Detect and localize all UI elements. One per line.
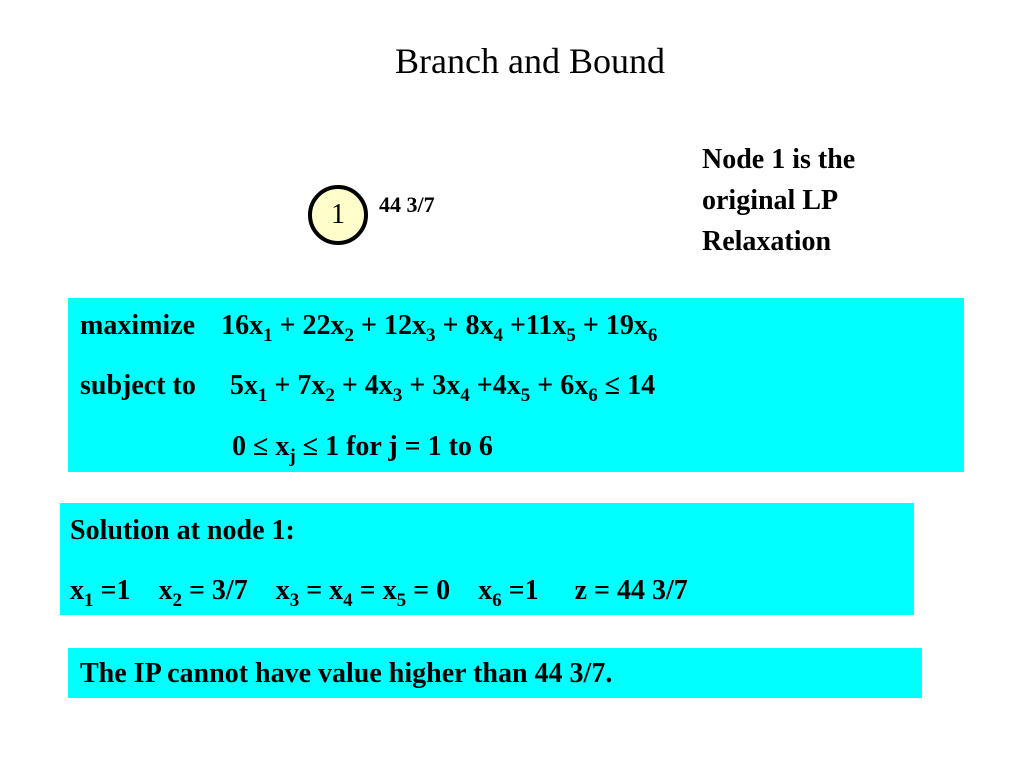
objective-term: + 12x3 bbox=[354, 310, 436, 346]
node-label: 1 bbox=[331, 199, 345, 230]
objective-term: +11x5 bbox=[502, 310, 576, 346]
lp-formulation-box: maximize 16x1 + 22x2 + 12x3 + 8x4 +11x5 +… bbox=[68, 298, 964, 472]
solution-box: Solution at node 1: x1 =1 x2 = 3/7 x3 = x4… bbox=[60, 503, 914, 615]
constraint-term: + 6x6 bbox=[530, 370, 598, 406]
solution-z: z = 44 3/7 bbox=[574, 575, 688, 606]
node-bound-value: 44 3/7 bbox=[379, 192, 435, 217]
slide-title: Branch and Bound bbox=[395, 41, 665, 81]
solution-x6: x6 =1 bbox=[478, 575, 539, 611]
node-note: Node 1 is the original LP Relaxation bbox=[702, 139, 942, 262]
solution-x345: x3 = x4 = x5 = 0 bbox=[275, 575, 451, 611]
node-circle: 1 bbox=[308, 185, 368, 245]
conclusion-text: The IP cannot have value higher than 44 … bbox=[80, 658, 613, 689]
note-line-1: Node 1 is the bbox=[702, 144, 856, 175]
constraint-term: + 4x3 bbox=[334, 370, 403, 406]
solution-values: x1 =1 x2 = 3/7 x3 = x4 = x5 = 0 x6 =1 z = 44… bbox=[70, 575, 688, 611]
objective-keyword: maximize bbox=[80, 310, 196, 341]
note-line-2: original LP bbox=[702, 185, 839, 216]
constraint-term: + 7x2 bbox=[267, 370, 335, 406]
constraint-term: + 3x4 bbox=[402, 370, 470, 406]
objective-term: + 22x2 bbox=[272, 310, 355, 346]
objective-term: + 8x4 bbox=[435, 310, 503, 346]
solution-x1: x1 =1 bbox=[70, 575, 131, 611]
note-line-3: Relaxation bbox=[702, 226, 832, 257]
constraint-term: 5x1 bbox=[229, 370, 268, 406]
bounds-line: 0 ≤ xj ≤ 1 for j = 1 to 6 bbox=[232, 431, 493, 467]
constraint-line: subject to 5x1 + 7x2 + 4x3 + 3x4 +4x5 + 6… bbox=[80, 370, 656, 406]
objective-term: + 19x6 bbox=[575, 310, 658, 346]
constraint-rhs: ≤ 14 bbox=[597, 370, 656, 401]
constraint-keyword: subject to bbox=[80, 370, 196, 401]
solution-heading: Solution at node 1: bbox=[70, 515, 295, 546]
constraint-term: +4x5 bbox=[469, 370, 531, 406]
objective-line: maximize 16x1 + 22x2 + 12x3 + 8x4 +11x5 +… bbox=[80, 310, 658, 346]
objective-term: 16x1 bbox=[221, 310, 273, 346]
solution-x2: x2 = 3/7 bbox=[158, 575, 248, 611]
conclusion-box: The IP cannot have value higher than 44 … bbox=[68, 648, 922, 698]
